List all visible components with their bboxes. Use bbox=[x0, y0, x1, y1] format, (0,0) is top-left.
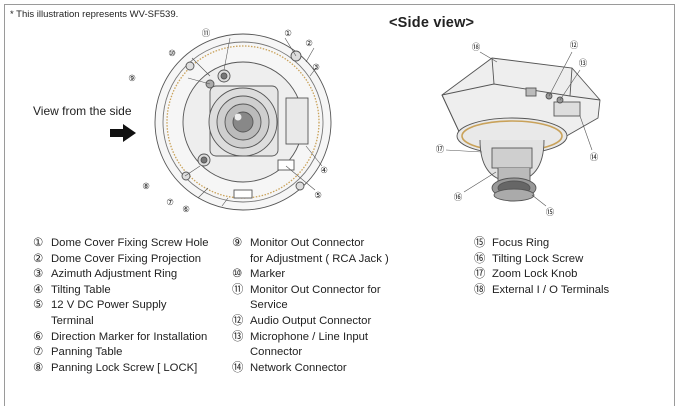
callout-4: ④ bbox=[320, 165, 328, 175]
view-from-side-label: View from the side bbox=[33, 104, 132, 118]
side-view-callouts: ⑫ ⑬ ⑭ ⑮ ⑯ ⑰ ⑱ bbox=[436, 40, 599, 217]
side-view-title: <Side view> bbox=[389, 15, 475, 31]
callout-16: ⑯ bbox=[454, 192, 463, 202]
legend-item-continued: Service bbox=[250, 299, 288, 312]
callout-3: ③ bbox=[312, 62, 320, 72]
figure-frame bbox=[4, 4, 675, 406]
legend-item-continued: Connector bbox=[250, 346, 303, 359]
callout-15: ⑮ bbox=[546, 207, 555, 217]
callout-18: ⑱ bbox=[472, 42, 481, 52]
callout-11: ⑪ bbox=[202, 28, 211, 38]
callout-17: ⑰ bbox=[436, 144, 445, 154]
callout-1: ① bbox=[284, 28, 292, 38]
callout-14: ⑭ bbox=[590, 152, 599, 162]
callout-12: ⑫ bbox=[570, 40, 579, 50]
callout-8: ⑧ bbox=[142, 181, 150, 191]
callout-7: ⑦ bbox=[166, 197, 174, 207]
callout-13: ⑬ bbox=[579, 58, 588, 68]
callout-2: ② bbox=[305, 38, 313, 48]
camera-side-view: ⑫ ⑬ ⑭ ⑮ ⑯ ⑰ ⑱ bbox=[436, 40, 601, 217]
callout-6: ⑥ bbox=[182, 204, 190, 214]
legend-item-continued: Terminal bbox=[51, 314, 94, 327]
callout-9: ⑨ bbox=[128, 73, 136, 83]
right-arrow-icon bbox=[110, 124, 136, 142]
top-view-callouts: ① ② ③ ④ ⑤ ⑥ ⑦ ⑧ ⑨ ⑩ ⑪ bbox=[128, 28, 328, 214]
callout-10: ⑩ bbox=[168, 48, 176, 58]
camera-top-view: ① ② ③ ④ ⑤ ⑥ ⑦ ⑧ ⑨ ⑩ ⑪ bbox=[128, 28, 332, 214]
legend-item-continued: for Adjustment ( RCA Jack ) bbox=[250, 252, 389, 265]
callout-5: ⑤ bbox=[314, 190, 322, 200]
illustration-note: * This illustration represents WV-SF539. bbox=[10, 9, 179, 20]
